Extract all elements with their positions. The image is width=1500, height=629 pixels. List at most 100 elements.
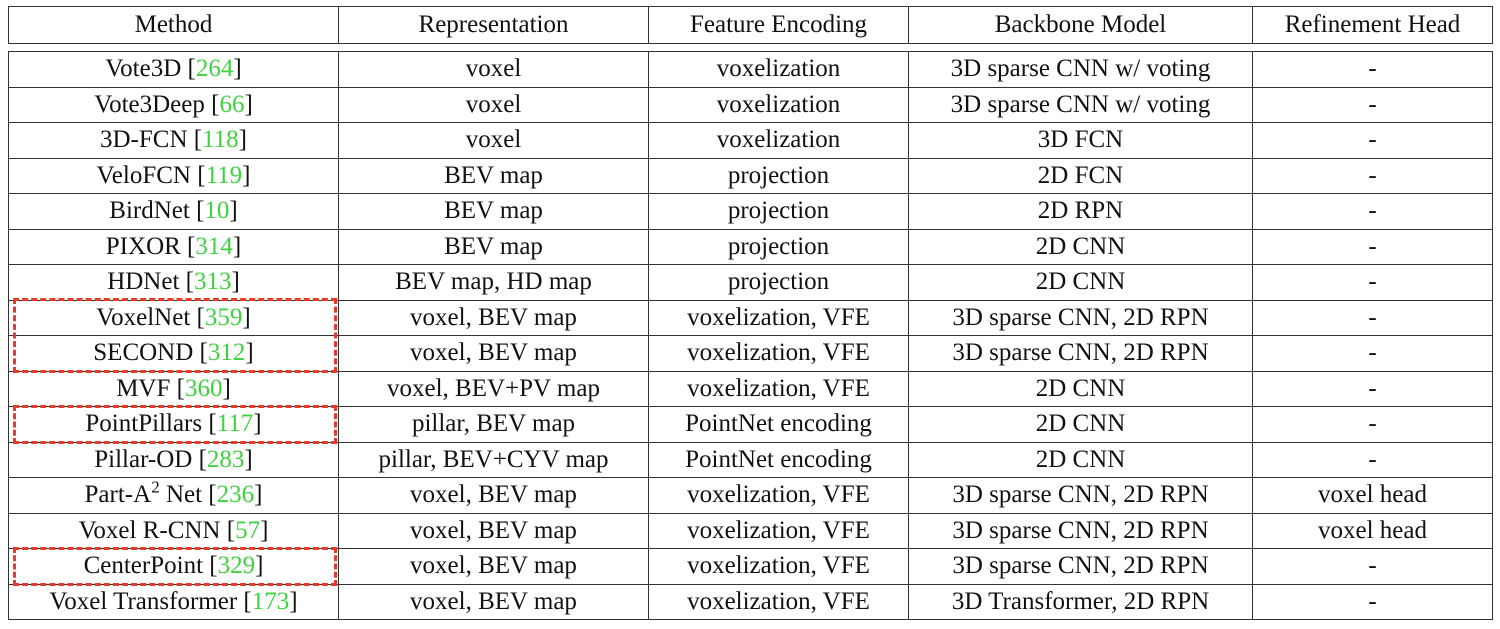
- cell-method: Voxel Transformer [173]: [8, 583, 339, 620]
- cell-representation: BEV map: [338, 193, 649, 230]
- method-name: Part-A: [84, 481, 152, 509]
- cell-backbone-model: 2D CNN: [908, 264, 1253, 301]
- cell-feature-encoding: projection: [648, 193, 909, 230]
- method-name: MVF: [116, 374, 171, 402]
- citation-link[interactable]: 312: [207, 339, 246, 367]
- citation-link[interactable]: 10: [204, 197, 230, 225]
- cell-feature-encoding: PointNet encoding: [648, 441, 909, 478]
- method-name: Vote3Deep: [94, 90, 205, 118]
- cell-feature-encoding: voxelization: [648, 51, 909, 88]
- cell-refinement-head: -: [1252, 406, 1493, 443]
- cell-representation: voxel: [338, 86, 649, 123]
- cell-backbone-model: 3D sparse CNN, 2D RPN: [908, 299, 1253, 336]
- citation-link[interactable]: 118: [202, 126, 239, 154]
- citation-link[interactable]: 359: [204, 303, 243, 331]
- cell-representation: voxel, BEV map: [338, 299, 649, 336]
- cell-backbone-model: 2D CNN: [908, 228, 1253, 265]
- cell-backbone-model: 3D sparse CNN, 2D RPN: [908, 548, 1253, 585]
- cell-method: MVF [360]: [8, 370, 339, 407]
- cell-representation: BEV map, HD map: [338, 264, 649, 301]
- method-name: VoxelNet: [96, 303, 191, 331]
- citation-link[interactable]: 236: [216, 481, 255, 509]
- cell-method: Vote3D [264]: [8, 51, 339, 88]
- method-name: Vote3D: [105, 55, 182, 83]
- cell-method: Pillar-OD [283]: [8, 441, 339, 478]
- citation-link[interactable]: 173: [251, 587, 290, 615]
- cell-method: Voxel R-CNN [57]: [8, 512, 339, 549]
- cell-representation: voxel, BEV map: [338, 548, 649, 585]
- header-row: Method Representation Feature Encoding B…: [8, 6, 1493, 44]
- methods-table-container: Method Representation Feature Encoding B…: [8, 6, 1493, 620]
- cell-backbone-model: 3D sparse CNN w/ voting: [908, 86, 1253, 123]
- header-method: Method: [8, 6, 339, 44]
- cell-feature-encoding: voxelization, VFE: [648, 335, 909, 372]
- citation-link[interactable]: 264: [195, 55, 234, 83]
- method-name: BirdNet: [109, 197, 190, 225]
- cell-refinement-head: -: [1252, 228, 1493, 265]
- cell-refinement-head: -: [1252, 193, 1493, 230]
- cell-refinement-head: -: [1252, 264, 1493, 301]
- method-name: VeloFCN: [96, 161, 191, 189]
- header-refinement-head: Refinement Head: [1252, 6, 1493, 44]
- cell-method: PIXOR [314]: [8, 228, 339, 265]
- header-backbone-model: Backbone Model: [908, 6, 1253, 44]
- cell-method: Part-A2 Net [236]: [8, 477, 339, 514]
- cell-refinement-head: -: [1252, 51, 1493, 88]
- cell-refinement-head: -: [1252, 335, 1493, 372]
- cell-method: VeloFCN [119]: [8, 157, 339, 194]
- cell-feature-encoding: voxelization, VFE: [648, 477, 909, 514]
- citation-link[interactable]: 66: [219, 90, 245, 118]
- citation-link[interactable]: 119: [205, 161, 243, 189]
- method-name: HDNet: [107, 268, 180, 296]
- cell-refinement-head: -: [1252, 299, 1493, 336]
- cell-representation: pillar, BEV+CYV map: [338, 441, 649, 478]
- method-name: Voxel Transformer: [49, 587, 238, 615]
- cell-refinement-head: -: [1252, 370, 1493, 407]
- cell-feature-encoding: voxelization: [648, 86, 909, 123]
- cell-representation: voxel: [338, 51, 649, 88]
- citation-link[interactable]: 57: [235, 516, 261, 544]
- cell-refinement-head: -: [1252, 122, 1493, 159]
- citation-link[interactable]: 329: [217, 552, 256, 580]
- cell-refinement-head: voxel head: [1252, 477, 1493, 514]
- cell-backbone-model: 2D RPN: [908, 193, 1253, 230]
- cell-refinement-head: -: [1252, 157, 1493, 194]
- cell-backbone-model: 3D sparse CNN, 2D RPN: [908, 512, 1253, 549]
- citation-link[interactable]: 117: [216, 410, 254, 438]
- cell-representation: voxel, BEV map: [338, 583, 649, 620]
- method-superscript: 2: [151, 477, 160, 497]
- citation-link[interactable]: 283: [206, 445, 245, 473]
- cell-feature-encoding: voxelization, VFE: [648, 548, 909, 585]
- cell-feature-encoding: voxelization, VFE: [648, 299, 909, 336]
- cell-backbone-model: 2D CNN: [908, 370, 1253, 407]
- cell-representation: voxel, BEV map: [338, 512, 649, 549]
- method-name: Pillar-OD: [94, 445, 193, 473]
- cell-backbone-model: 2D FCN: [908, 157, 1253, 194]
- cell-refinement-head: -: [1252, 441, 1493, 478]
- cell-backbone-model: 3D FCN: [908, 122, 1253, 159]
- cell-backbone-model: 2D CNN: [908, 406, 1253, 443]
- cell-representation: voxel, BEV map: [338, 477, 649, 514]
- cell-method: SECOND [312]: [8, 335, 339, 372]
- method-name: PointPillars: [85, 410, 203, 438]
- cell-representation: pillar, BEV map: [338, 406, 649, 443]
- method-name-suffix: Net: [159, 481, 203, 509]
- citation-link[interactable]: 314: [195, 232, 233, 260]
- citation-link[interactable]: 360: [184, 374, 223, 402]
- cell-method: VoxelNet [359]: [8, 299, 339, 336]
- cell-feature-encoding: voxelization, VFE: [648, 370, 909, 407]
- citation-link[interactable]: 313: [193, 268, 232, 296]
